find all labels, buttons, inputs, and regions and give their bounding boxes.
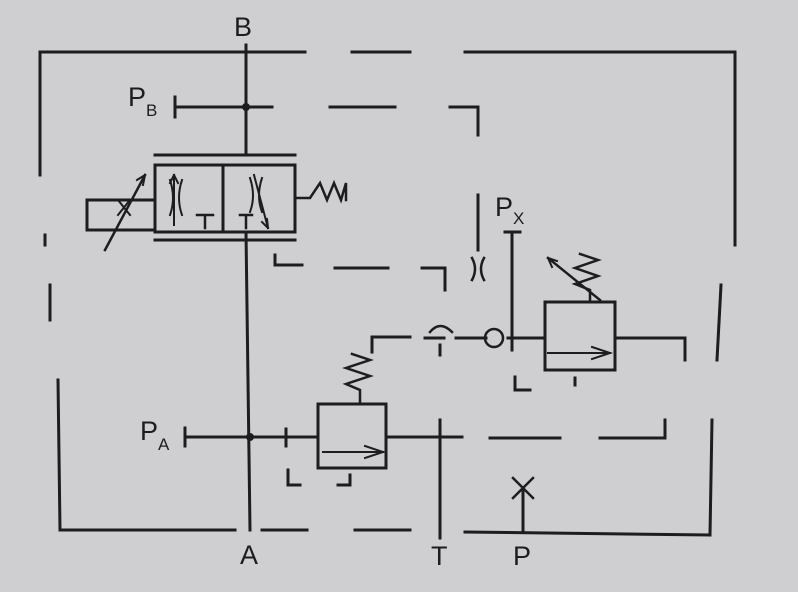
gauge-line-px xyxy=(503,230,522,352)
gauge-label-pa: PA xyxy=(140,416,169,454)
gauge-line-pa xyxy=(183,426,320,448)
proportional-solenoid xyxy=(85,173,157,252)
valve-spring xyxy=(293,179,348,204)
gauge-label-px-sub: X xyxy=(513,209,525,228)
pilot-relief-valve xyxy=(423,252,687,372)
port-label-a: A xyxy=(240,540,259,570)
main-line-b-to-a xyxy=(244,43,252,532)
gauge-label-pa-sub: A xyxy=(158,435,170,454)
relief-valve-a xyxy=(316,352,464,470)
orifice-symbol xyxy=(470,256,486,282)
port-label-b: B xyxy=(234,12,253,42)
enclosure-boundary xyxy=(38,50,737,537)
port-label-p: P xyxy=(513,541,532,571)
directional-valve xyxy=(153,153,297,242)
gauge-label-pb-main: P xyxy=(128,82,147,112)
pilot-lines xyxy=(273,105,667,487)
gauge-line-pb xyxy=(173,95,274,119)
gauge-label-pa-main: P xyxy=(140,416,159,446)
gauge-label-px-main: P xyxy=(495,192,514,222)
line-crossing-hop xyxy=(428,324,454,357)
gauge-label-pb-sub: B xyxy=(146,101,158,120)
pressure-port-plugged xyxy=(511,476,535,534)
gauge-label-px: PX xyxy=(495,192,524,228)
port-label-t: T xyxy=(431,541,448,571)
gauge-label-pb: PB xyxy=(128,82,157,120)
